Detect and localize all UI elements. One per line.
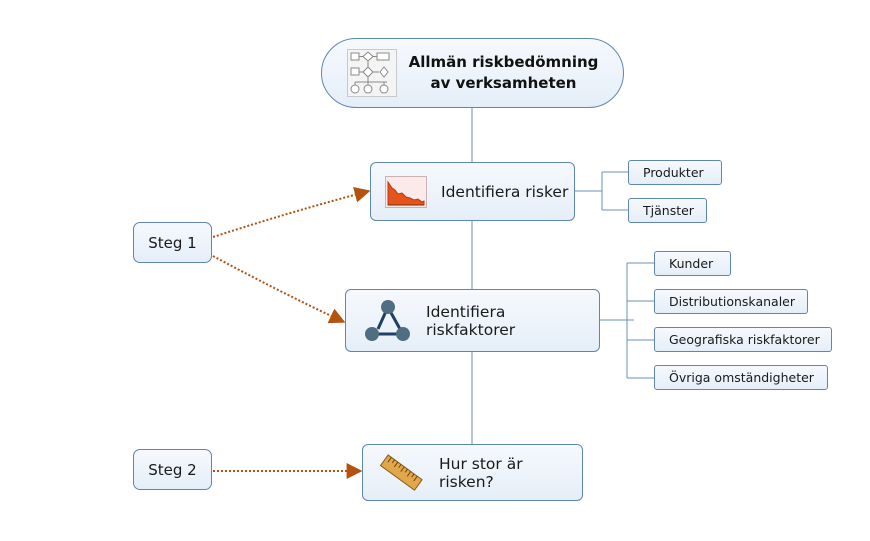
- branch-connector-riskfaktorer: [600, 262, 654, 379]
- subtopic-produkter[interactable]: Produkter: [628, 160, 722, 185]
- central-title-line1: Allmän riskbedömning: [408, 53, 599, 71]
- arrow-steg1-to-risker: [212, 186, 371, 238]
- flowchart-icon: [346, 49, 397, 97]
- subtopic-label: Tjänster: [643, 203, 694, 218]
- ruler-icon: [379, 453, 423, 491]
- step-label: Steg 1: [148, 233, 197, 252]
- central-title-line2: av verksamheten: [430, 74, 577, 92]
- subtopic-label: Kunder: [669, 256, 714, 271]
- branch-connector-risker: [575, 171, 628, 211]
- topic-hur-stor-ar-risken[interactable]: Hur stor är risken?: [362, 444, 583, 501]
- subtopic-label: Produkter: [643, 165, 704, 180]
- step-label: Steg 2: [148, 460, 197, 479]
- area-chart-icon: [385, 175, 427, 208]
- topic-label: Identifiera riskfaktorer: [426, 302, 516, 339]
- topic-identifiera-riskfaktorer[interactable]: Identifiera riskfaktorer: [345, 289, 600, 352]
- network-nodes-icon: [365, 299, 410, 341]
- step-1-box[interactable]: Steg 1: [133, 222, 212, 263]
- central-title: Allmän riskbedömning av verksamheten: [409, 52, 599, 94]
- topic-identifiera-risker[interactable]: Identifiera risker: [370, 162, 575, 221]
- central-topic[interactable]: Allmän riskbedömning av verksamheten: [321, 38, 624, 108]
- step-2-box[interactable]: Steg 2: [133, 449, 212, 490]
- arrow-steg1-to-riskfaktorer: [212, 255, 346, 324]
- subtopic-geografiska-riskfaktorer[interactable]: Geografiska riskfaktorer: [654, 327, 832, 352]
- subtopic-label: Geografiska riskfaktorer: [669, 332, 820, 347]
- subtopic-tjanster[interactable]: Tjänster: [628, 198, 707, 223]
- topic-label: Identifiera risker: [441, 182, 569, 201]
- subtopic-label: Övriga omständigheter: [669, 370, 814, 385]
- subtopic-label: Distributionskanaler: [669, 294, 796, 309]
- subtopic-kunder[interactable]: Kunder: [654, 251, 731, 276]
- subtopic-distributionskanaler[interactable]: Distributionskanaler: [654, 289, 808, 314]
- topic-label: Hur stor är risken?: [439, 454, 523, 491]
- subtopic-ovriga-omstandigheter[interactable]: Övriga omständigheter: [654, 365, 828, 390]
